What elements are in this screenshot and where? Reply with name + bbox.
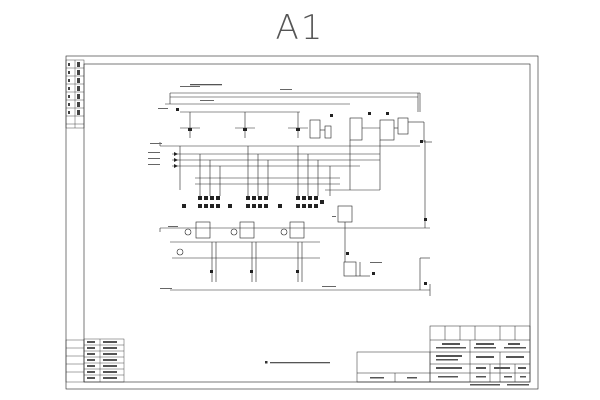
drawing-info-block bbox=[356, 351, 431, 383]
valve-symbols bbox=[174, 108, 427, 285]
sheet-size-label: A1 bbox=[275, 8, 325, 48]
outer-border bbox=[65, 55, 539, 390]
left-revision-strip-top bbox=[65, 59, 85, 129]
diagram-annotation-marks bbox=[148, 86, 382, 289]
title-block bbox=[429, 325, 531, 383]
left-revision-strip-bottom bbox=[65, 339, 85, 383]
title-block-text-marks bbox=[370, 343, 529, 386]
approval-table bbox=[83, 338, 125, 383]
drawing-heading-mark bbox=[190, 84, 222, 86]
inner-frame bbox=[83, 63, 531, 383]
left-strip-text-marks bbox=[68, 62, 80, 115]
process-piping bbox=[159, 92, 432, 296]
drawing-note bbox=[265, 361, 330, 364]
approval-table-text-marks bbox=[87, 341, 117, 379]
